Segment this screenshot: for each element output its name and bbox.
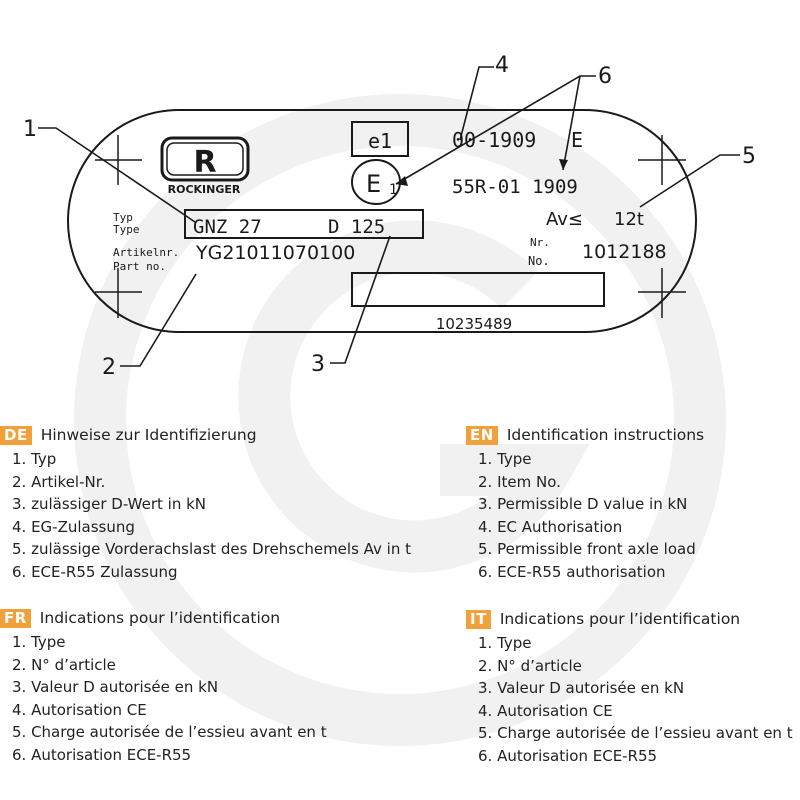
type-value-b: D 125 [328,216,385,238]
list-item: 6. ECE-R55 authorisation [478,562,666,581]
list-item: 3. Valeur D autorisée en kN [12,678,219,696]
ece-index: 1 [389,182,398,198]
serial-label-de: Nr. [530,236,550,249]
section-it: IT Indications pour l’identification 1. … [466,608,800,767]
callout-3: 3 [311,352,325,377]
section-it-header: IT Indications pour l’identification [466,608,800,630]
article-value: YG21011070100 [195,242,355,264]
section-fr-title: Indications pour l’identification [39,609,281,627]
list-item: 2. N° d’article [12,655,116,674]
section-en-list: 1. Type 2. Item No. 3. Permissible D val… [466,448,800,583]
ece-regulation: 55R-01 1909 [452,176,578,198]
lang-badge-fr: FR [0,608,31,628]
serial-value: 1012188 [582,241,667,263]
brand-name: ROCKINGER [168,183,241,196]
list-item: 1. Type [12,633,66,651]
bottom-code: 10235489 [436,315,512,333]
list-item: 3. zulässiger D-Wert in kN [12,495,207,513]
type-value-a: GNZ 27 [193,216,262,238]
list-item: 6. Autorisation ECE-R55 [478,746,658,765]
list-item: 5. Charge autorisée de l’essieu avant en… [12,723,327,741]
approval-number: 00-1909 [452,128,536,152]
section-fr: FR Indications pour l’identification 1. … [0,607,370,766]
callout-1: 1 [23,117,37,142]
approval-suffix: E [571,128,583,152]
serial-label-en: No. [528,254,550,268]
list-item: 4. Autorisation CE [478,701,613,720]
type-label-en: Type [113,223,140,236]
corner-crosses [95,135,686,318]
type-box [184,209,424,239]
list-item: 2. Artikel-Nr. [12,472,106,491]
list-item: 4. EC Authorisation [478,517,623,536]
list-item: 2. Item No. [478,472,561,491]
arrowheads [396,159,568,186]
logo-letter: R [193,145,216,180]
list-item: 1. Type [478,450,532,468]
callout-6: 6 [598,64,612,89]
list-item: 3. Permissible D value in kN [478,495,688,513]
blank-field [351,272,605,307]
axle-load-value: 12t [614,209,644,230]
section-en: EN Identification instructions 1. Type 2… [466,424,800,583]
section-de-list: 1. Typ 2. Artikel-Nr. 3. zulässiger D-We… [0,448,412,583]
list-item: 5. Charge autorisée de l’essieu avant en… [478,724,793,742]
article-label-de: Artikelnr. [113,246,179,259]
section-en-title: Identification instructions [506,426,705,444]
approval-mark-box [351,121,409,157]
list-item: 4. Autorisation CE [12,700,147,719]
lang-badge-en: EN [466,425,498,445]
leader-lines [38,66,740,367]
lang-badge-it: IT [466,609,491,629]
list-item: 3. Valeur D autorisée en kN [478,679,685,697]
list-item: 1. Typ [12,450,57,468]
list-item: 1. Type [478,634,532,652]
background-watermark [74,94,726,746]
section-de-title: Hinweise zur Identifizierung [40,426,257,444]
rockinger-logo: R ROCKINGER [160,136,250,196]
approval-mark: e1 [368,129,392,153]
section-fr-list: 1. Type 2. N° d’article 3. Valeur D auto… [0,631,370,766]
list-item: 6. Autorisation ECE-R55 [12,745,192,764]
section-en-header: EN Identification instructions [466,424,800,446]
list-item: 4. EG-Zulassung [12,517,135,536]
article-label-en: Part no. [113,260,166,273]
type-label-de: Typ [113,211,133,224]
section-it-list: 1. Type 2. N° d’article 3. Valeur D auto… [466,632,800,767]
callout-2: 2 [102,355,116,380]
axle-load-label: Av≤ [546,209,583,230]
list-item: 6. ECE-R55 Zulassung [12,562,178,581]
lang-badge-de: DE [0,425,32,445]
section-de-header: DE Hinweise zur Identifizierung [0,424,370,446]
list-item: 5. Permissible front axle load [478,540,696,558]
callout-4: 4 [495,53,509,78]
ece-letter: E [366,170,381,198]
section-de: DE Hinweise zur Identifizierung 1. Typ 2… [0,424,412,583]
section-it-title: Indications pour l’identification [499,610,741,628]
list-item: 2. N° d’article [478,656,582,675]
callout-5: 5 [742,144,756,169]
section-fr-header: FR Indications pour l’identification [0,607,370,629]
plate-outline [67,109,697,333]
list-item: 5. zulässige Vorderachslast des Drehsche… [12,540,412,558]
